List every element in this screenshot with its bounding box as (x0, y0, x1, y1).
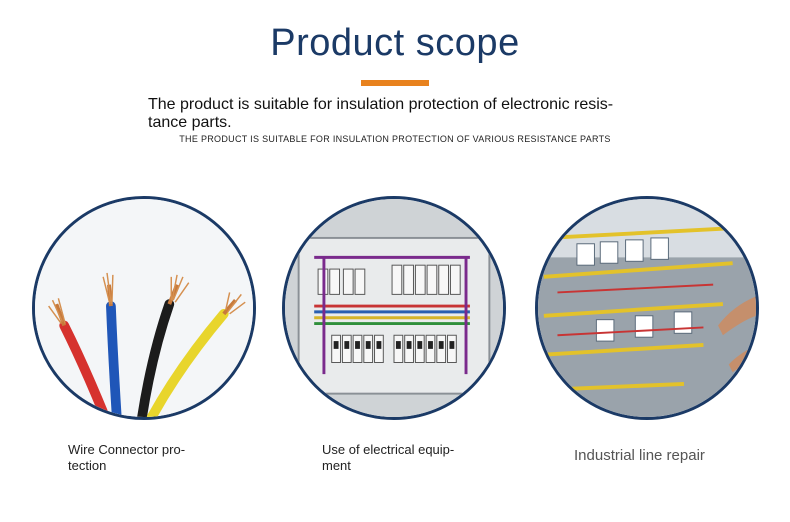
wires-image (32, 196, 256, 420)
caption-electrical-equipment: Use of electrical equip- ment (322, 442, 455, 473)
caption-industrial-repair: Industrial line repair (574, 447, 705, 464)
panel-image (282, 196, 506, 420)
title-underline (361, 80, 429, 86)
distribution-panel-illustration (285, 199, 503, 417)
control-cabinet-illustration (538, 199, 756, 417)
page-title: Product scope (270, 22, 520, 64)
repair-image (535, 196, 759, 420)
caption-wire-connector: Wire Connector pro- tection (68, 442, 186, 473)
description-caps-text: THE PRODUCT IS SUITABLE FOR INSULATION P… (179, 134, 611, 144)
wires-illustration (35, 199, 253, 417)
description-text: The product is suitable for insulation p… (148, 96, 614, 131)
